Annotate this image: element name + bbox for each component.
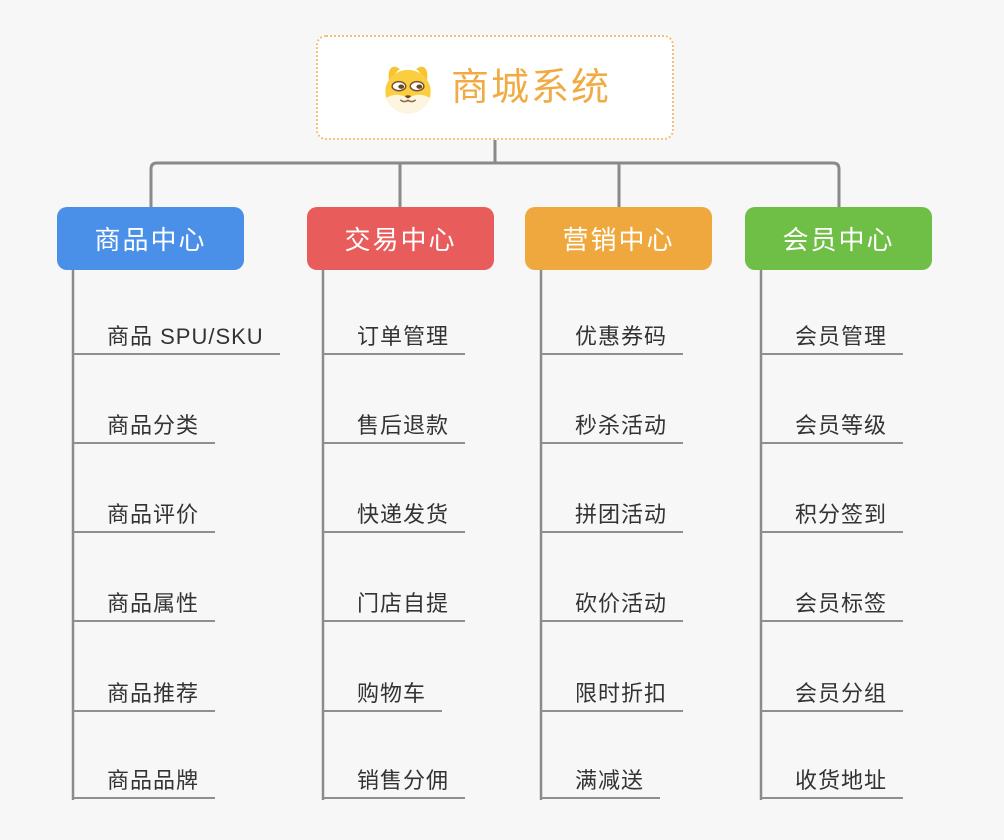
- shiba-dog-icon: [385, 66, 431, 113]
- leaf-product-spu-sku[interactable]: 商品 SPU/SKU: [73, 321, 280, 355]
- leaf-bargain-activity[interactable]: 砍价活动: [541, 588, 684, 622]
- leaf-product-category[interactable]: 商品分类: [73, 410, 216, 444]
- leaf-points-checkin[interactable]: 积分签到: [761, 499, 904, 533]
- leaf-product-recommend[interactable]: 商品推荐: [73, 678, 216, 712]
- leaf-aftersale-refund[interactable]: 售后退款: [323, 410, 466, 444]
- root-title: 商城系统: [450, 66, 611, 109]
- leaf-shopping-cart[interactable]: 购物车: [323, 678, 443, 712]
- leaf-store-pickup[interactable]: 门店自提: [323, 588, 466, 622]
- leaf-limited-time-discount[interactable]: 限时折扣: [541, 678, 684, 712]
- leaf-full-reduction[interactable]: 满减送: [541, 765, 661, 799]
- leaf-group-buy[interactable]: 拼团活动: [541, 499, 684, 533]
- leaf-coupon-code[interactable]: 优惠券码: [541, 321, 684, 355]
- leaf-shipping-address[interactable]: 收货地址: [761, 765, 904, 799]
- leaf-member-group[interactable]: 会员分组: [761, 678, 904, 712]
- branch-header-marketing-center[interactable]: 营销中心: [525, 207, 712, 270]
- leaf-sales-commission[interactable]: 销售分佣: [323, 765, 466, 799]
- leaf-product-review[interactable]: 商品评价: [73, 499, 216, 533]
- branch-header-member-center[interactable]: 会员中心: [745, 207, 932, 270]
- leaf-express-delivery[interactable]: 快递发货: [323, 499, 466, 533]
- leaf-member-management[interactable]: 会员管理: [761, 321, 904, 355]
- leaf-product-attribute[interactable]: 商品属性: [73, 588, 216, 622]
- leaf-product-brand[interactable]: 商品品牌: [73, 765, 216, 799]
- leaf-order-management[interactable]: 订单管理: [323, 321, 466, 355]
- branch-header-trade-center[interactable]: 交易中心: [307, 207, 494, 270]
- leaf-member-level[interactable]: 会员等级: [761, 410, 904, 444]
- leaf-member-tag[interactable]: 会员标签: [761, 588, 904, 622]
- branch-header-product-center[interactable]: 商品中心: [57, 207, 244, 270]
- root-node[interactable]: 商城系统: [316, 35, 674, 140]
- leaf-flash-sale[interactable]: 秒杀活动: [541, 410, 684, 444]
